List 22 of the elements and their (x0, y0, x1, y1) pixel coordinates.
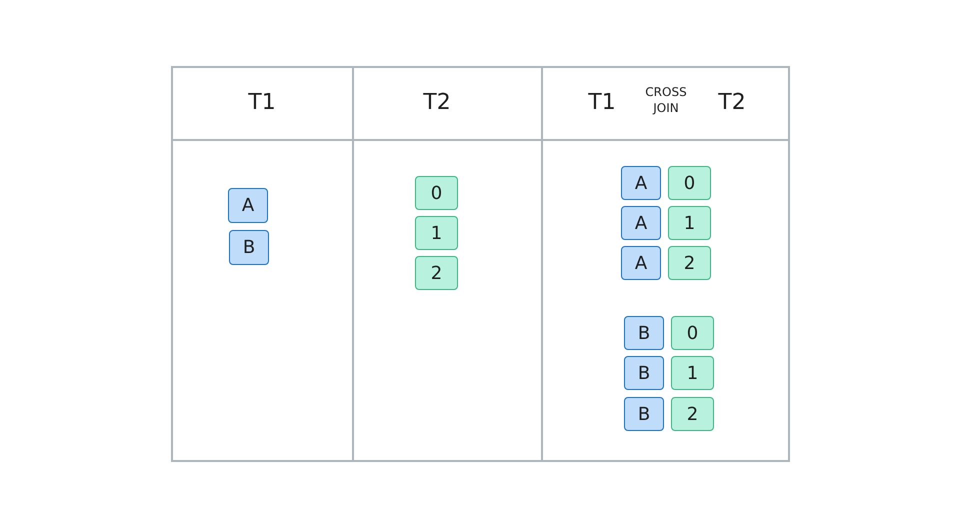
letter-tile: A (621, 166, 661, 200)
letter-tile: B (624, 397, 664, 431)
number-tile: 0 (668, 166, 711, 200)
column-header: T2 (422, 92, 452, 114)
letter-tile: B (229, 230, 269, 265)
letter-tile: B (624, 316, 664, 350)
column-header: T1 (247, 92, 277, 114)
number-tile: 2 (415, 256, 458, 290)
number-tile: 0 (671, 316, 714, 350)
column-header: T1 (587, 92, 617, 114)
number-tile: 2 (671, 397, 714, 431)
number-tile: 1 (671, 356, 714, 390)
letter-tile: B (624, 356, 664, 390)
number-tile: 1 (668, 206, 711, 240)
number-tile: 2 (668, 246, 711, 280)
column-header: T2 (717, 92, 747, 114)
letter-tile: A (228, 188, 268, 223)
letter-tile: A (621, 206, 661, 240)
number-tile: 1 (415, 216, 458, 250)
number-tile: 0 (415, 176, 458, 210)
column-header: CROSS JOIN (644, 85, 688, 116)
letter-tile: A (621, 246, 661, 280)
